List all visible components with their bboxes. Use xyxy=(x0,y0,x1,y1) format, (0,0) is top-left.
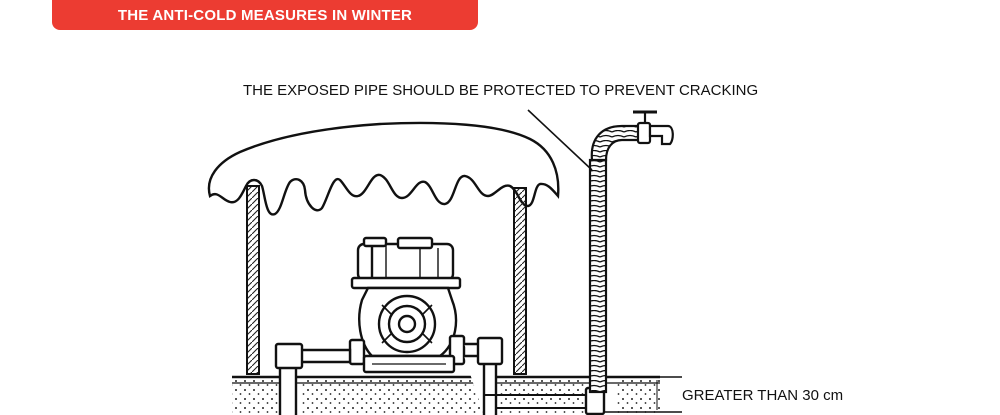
insulated-riser xyxy=(588,124,642,394)
depth-marker xyxy=(596,376,682,413)
shelter-roof xyxy=(207,121,560,216)
depth-label: GREATER THAN 30 cm xyxy=(682,387,844,404)
title-banner: THE ANTI-COLD MEASURES IN WINTER xyxy=(52,0,478,30)
pump xyxy=(348,236,466,374)
pipe-callout-label: THE EXPOSED PIPE SHOULD BE PROTECTED TO … xyxy=(243,82,759,99)
title-text: THE ANTI-COLD MEASURES IN WINTER xyxy=(117,6,413,24)
faucet-icon xyxy=(633,110,674,146)
shelter-posts xyxy=(246,185,527,375)
outlet-pipe xyxy=(464,336,606,415)
inlet-pipe xyxy=(274,342,352,415)
callout-leader xyxy=(527,109,593,171)
